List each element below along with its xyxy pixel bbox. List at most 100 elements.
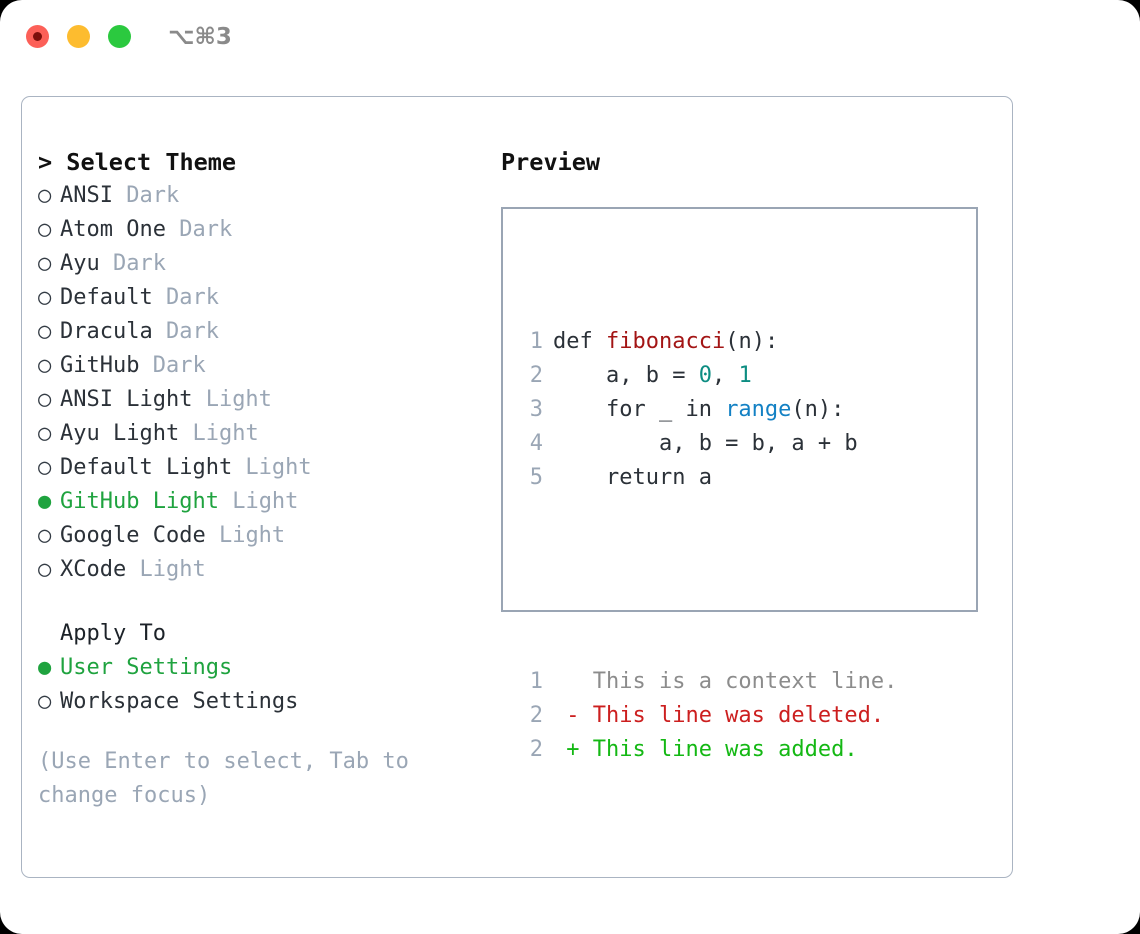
theme-column: > Select Theme ○ANSI Dark○Atom One Dark○… xyxy=(38,145,478,813)
code-token-plain: (n): xyxy=(791,397,845,422)
diff-block: 1 This is a context line.2 - This line w… xyxy=(521,665,898,767)
apply-to-option-label: Workspace Settings xyxy=(60,689,299,714)
diff-line-text: + This line was added. xyxy=(553,737,858,762)
minimize-button[interactable] xyxy=(67,25,90,48)
keyboard-hint-text: (Use Enter to select, Tab to change focu… xyxy=(38,749,409,808)
theme-option-ansi-light[interactable]: ○ ANSI Light Light xyxy=(38,383,478,417)
radio-unselected-icon: ○ xyxy=(38,183,52,208)
diff-line-add: 2 + This line was added. xyxy=(521,733,897,767)
theme-option-ayu-light[interactable]: ○ Ayu Light Light xyxy=(38,417,478,451)
keyboard-shortcut-label: ⌥⌘3 xyxy=(168,24,232,50)
code-token-plain: a, b = xyxy=(553,363,699,388)
apply-to-option-list: ● User Settings ○Workspace Settings xyxy=(38,651,478,719)
code-token-fn: fibonacci xyxy=(605,329,726,354)
theme-option-xcode[interactable]: ○XCode Light xyxy=(38,553,478,587)
theme-option-default[interactable]: ○Default Dark xyxy=(38,281,478,315)
radio-unselected-icon: ○ xyxy=(38,285,52,310)
radio-selected-icon: ● xyxy=(38,655,52,680)
code-token-plain: , xyxy=(711,363,739,388)
theme-option-category: Light xyxy=(179,421,259,446)
theme-option-category: Dark xyxy=(152,319,219,344)
radio-unselected-icon: ○ xyxy=(38,455,52,480)
theme-option-github[interactable]: ○ GitHub Dark xyxy=(38,349,478,383)
focus-caret-icon: > xyxy=(38,148,67,176)
radio-unselected-icon: ○ xyxy=(38,251,52,276)
theme-option-label: Default Light xyxy=(60,455,233,480)
diff-line-del: 2 - This line was deleted. xyxy=(521,699,897,733)
theme-option-label: Google Code xyxy=(60,523,206,548)
theme-option-label: GitHub xyxy=(60,353,140,378)
code-line-number: 5 xyxy=(529,465,543,490)
radio-unselected-icon: ○ xyxy=(38,217,52,242)
theme-option-label: Ayu Light xyxy=(60,421,180,446)
theme-option-label: GitHub Light xyxy=(60,489,219,514)
radio-unselected-icon: ○ xyxy=(38,387,52,412)
theme-option-label: ANSI xyxy=(60,183,113,208)
theme-option-category: Dark xyxy=(152,285,219,310)
theme-option-list: ○ANSI Dark○Atom One Dark○Ayu Dark○Defaul… xyxy=(38,179,478,587)
theme-option-category: Dark xyxy=(139,353,206,378)
code-line-number: 2 xyxy=(529,363,543,388)
code-token-plain: return a xyxy=(553,465,712,490)
code-token-plain: def xyxy=(553,329,606,354)
diff-line-number: 2 xyxy=(529,703,543,728)
code-token-call: range xyxy=(725,397,792,422)
code-token-plain: for _ in xyxy=(553,397,726,422)
apply-to-option-workspace-settings[interactable]: ○Workspace Settings xyxy=(38,685,478,719)
theme-option-dracula[interactable]: ○Dracula Dark xyxy=(38,315,478,349)
theme-option-label: ANSI Light xyxy=(60,387,193,412)
diff-line-number: 2 xyxy=(529,737,543,762)
apply-to-option-user-settings[interactable]: ● User Settings xyxy=(38,651,478,685)
code-token-plain: (n): xyxy=(725,329,779,354)
diff-line-ctx: 1 This is a context line. xyxy=(521,665,898,699)
select-theme-heading: > Select Theme xyxy=(38,145,478,179)
apply-to-option-label: User Settings xyxy=(60,655,233,680)
code-diff-separator xyxy=(521,563,897,597)
theme-option-category: Light xyxy=(232,455,312,480)
maximize-button[interactable] xyxy=(108,25,131,48)
hint-spacer xyxy=(38,719,478,745)
code-line: 3 for _ in range(n): xyxy=(521,393,897,427)
radio-unselected-icon: ○ xyxy=(38,421,52,446)
theme-option-category: Dark xyxy=(165,217,233,242)
window-controls xyxy=(26,25,131,48)
code-line: 5 return a xyxy=(521,461,897,495)
diff-line-text: - This line was deleted. xyxy=(553,703,885,728)
code-line: 4 a, b = b, a + b xyxy=(521,427,897,461)
theme-option-ansi[interactable]: ○ANSI Dark xyxy=(38,179,478,213)
theme-option-category: Light xyxy=(126,557,206,582)
section-spacer xyxy=(38,587,478,617)
theme-option-label: Atom One xyxy=(60,217,166,242)
theme-option-atom-one[interactable]: ○ Atom One Dark xyxy=(38,213,478,247)
code-line-number: 4 xyxy=(529,431,543,456)
preview-heading: Preview xyxy=(501,148,601,176)
title-bar: ⌥⌘3 xyxy=(0,0,1140,78)
radio-unselected-icon: ○ xyxy=(38,319,52,344)
code-line-number: 1 xyxy=(529,329,543,354)
diff-line-text: This is a context line. xyxy=(553,669,898,694)
code-token-num: 0 xyxy=(698,363,712,388)
code-line: 1 def fibonacci(n): xyxy=(521,325,897,359)
theme-option-label: Ayu xyxy=(60,251,100,276)
theme-option-ayu[interactable]: ○ Ayu Dark xyxy=(38,247,478,281)
code-token-plain: a, b = b, a + b xyxy=(553,431,858,456)
theme-option-category: Dark xyxy=(99,251,166,276)
theme-option-category: Light xyxy=(192,387,272,412)
code-line-number: 3 xyxy=(529,397,543,422)
close-button[interactable] xyxy=(26,25,49,48)
radio-unselected-icon: ○ xyxy=(38,523,52,548)
radio-selected-icon: ● xyxy=(38,489,52,514)
code-token-num: 1 xyxy=(738,363,752,388)
theme-option-github-light[interactable]: ●GitHub Light Light xyxy=(38,485,478,519)
diff-line-number: 1 xyxy=(529,669,543,694)
radio-unselected-icon: ○ xyxy=(38,353,52,378)
theme-option-default-light[interactable]: ○ Default Light Light xyxy=(38,451,478,485)
radio-unselected-icon: ○ xyxy=(38,557,52,582)
select-theme-heading-label: Select Theme xyxy=(66,148,237,176)
theme-option-google-code[interactable]: ○Google Code Light xyxy=(38,519,478,553)
